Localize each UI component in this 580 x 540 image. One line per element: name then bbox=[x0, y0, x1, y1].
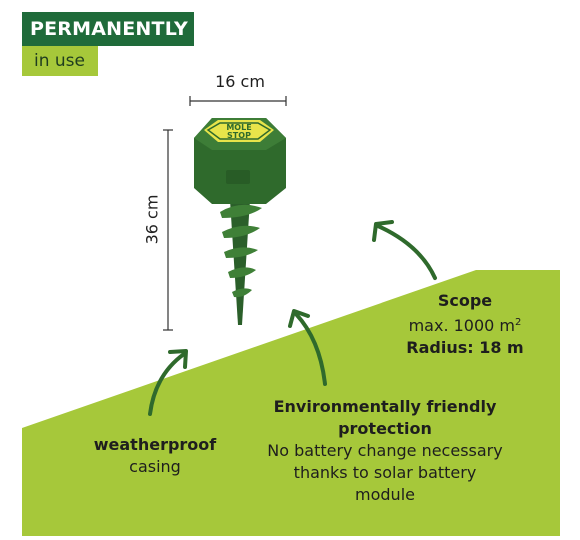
height-label: 36 cm bbox=[142, 194, 162, 245]
arrow-scope-icon bbox=[372, 220, 437, 280]
weatherproof-block: weatherproof casing bbox=[70, 434, 240, 478]
logo-plate bbox=[204, 120, 274, 142]
arrow-environment-icon bbox=[288, 309, 327, 386]
badge-permanently: PERMANENTLY bbox=[22, 12, 194, 46]
ground-slope bbox=[22, 270, 560, 536]
logo-text-mole: MOLE bbox=[226, 123, 251, 132]
arrow-weatherproof-icon bbox=[148, 349, 188, 416]
environment-title-2: protection bbox=[338, 419, 432, 438]
environment-title-1: Environmentally friendly bbox=[273, 397, 497, 416]
environment-block: Environmentally friendly protection No b… bbox=[240, 396, 530, 506]
scope-block: Scope max. 1000 m2 Radius: 18 m bbox=[380, 290, 550, 359]
badge-in-use: in use bbox=[22, 46, 98, 76]
height-dimension-line bbox=[163, 129, 173, 331]
weatherproof-title: weatherproof bbox=[93, 435, 217, 454]
scope-area-superscript: 2 bbox=[515, 317, 522, 328]
environment-line-1: No battery change necessary bbox=[267, 441, 503, 460]
logo-text-stop: STOP bbox=[227, 131, 251, 140]
spike-icon bbox=[220, 200, 262, 325]
scope-radius: Radius: 18 m bbox=[406, 338, 524, 357]
width-label: 16 cm bbox=[215, 72, 265, 91]
width-dimension-line bbox=[189, 96, 287, 106]
scope-area: max. 1000 m2 bbox=[380, 312, 550, 337]
scope-title: Scope bbox=[437, 291, 493, 310]
environment-line-3: module bbox=[355, 485, 415, 504]
mole-stop-device-icon: MOLE STOP bbox=[194, 118, 286, 204]
scope-area-text: max. 1000 m bbox=[408, 316, 516, 335]
weatherproof-subtitle: casing bbox=[129, 457, 181, 476]
environment-line-2: thanks to solar battery bbox=[293, 463, 477, 482]
